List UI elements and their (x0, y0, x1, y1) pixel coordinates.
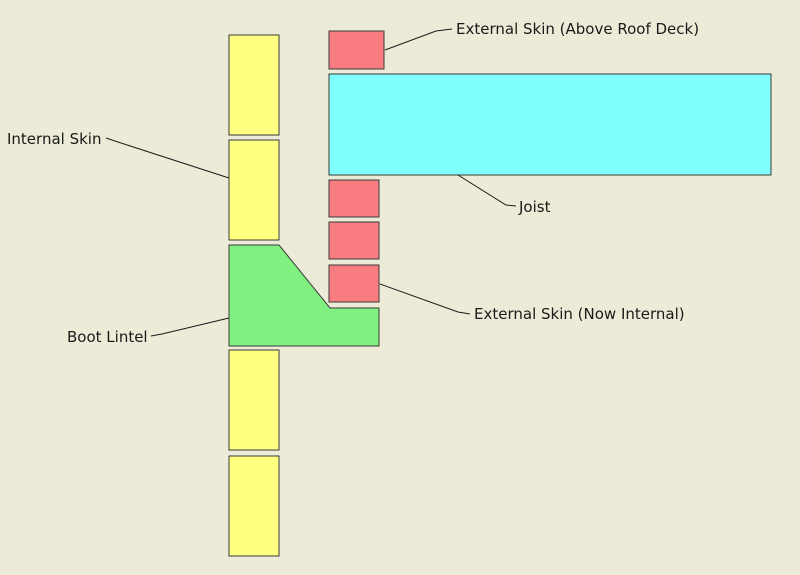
internal-skin-block-1 (228, 34, 280, 136)
external-skin-internal-block-3 (328, 264, 380, 303)
boot-lintel-shape (228, 244, 380, 347)
boot-lintel-leader (150, 317, 230, 337)
external-skin-above-leader (384, 28, 453, 51)
joist-shape (328, 73, 772, 176)
internal-skin-block-3 (228, 349, 280, 451)
external-skin-internal-block-1 (328, 179, 380, 218)
external-skin-above-label: External Skin (Above Roof Deck) (456, 20, 699, 38)
internal-skin-leader (105, 137, 230, 179)
joist-label: Joist (518, 198, 551, 216)
internal-skin-block-4 (228, 455, 280, 557)
internal-skin-label: Internal Skin (7, 130, 101, 148)
boot-lintel-label: Boot Lintel (67, 328, 148, 346)
external-skin-above-block (328, 30, 385, 70)
external-skin-now-internal-label: External Skin (Now Internal) (474, 305, 685, 323)
internal-skin-block-2 (228, 139, 280, 241)
joist-leader (457, 174, 517, 207)
external-skin-now-internal-leader (379, 283, 471, 315)
external-skin-internal-block-2 (328, 221, 380, 260)
